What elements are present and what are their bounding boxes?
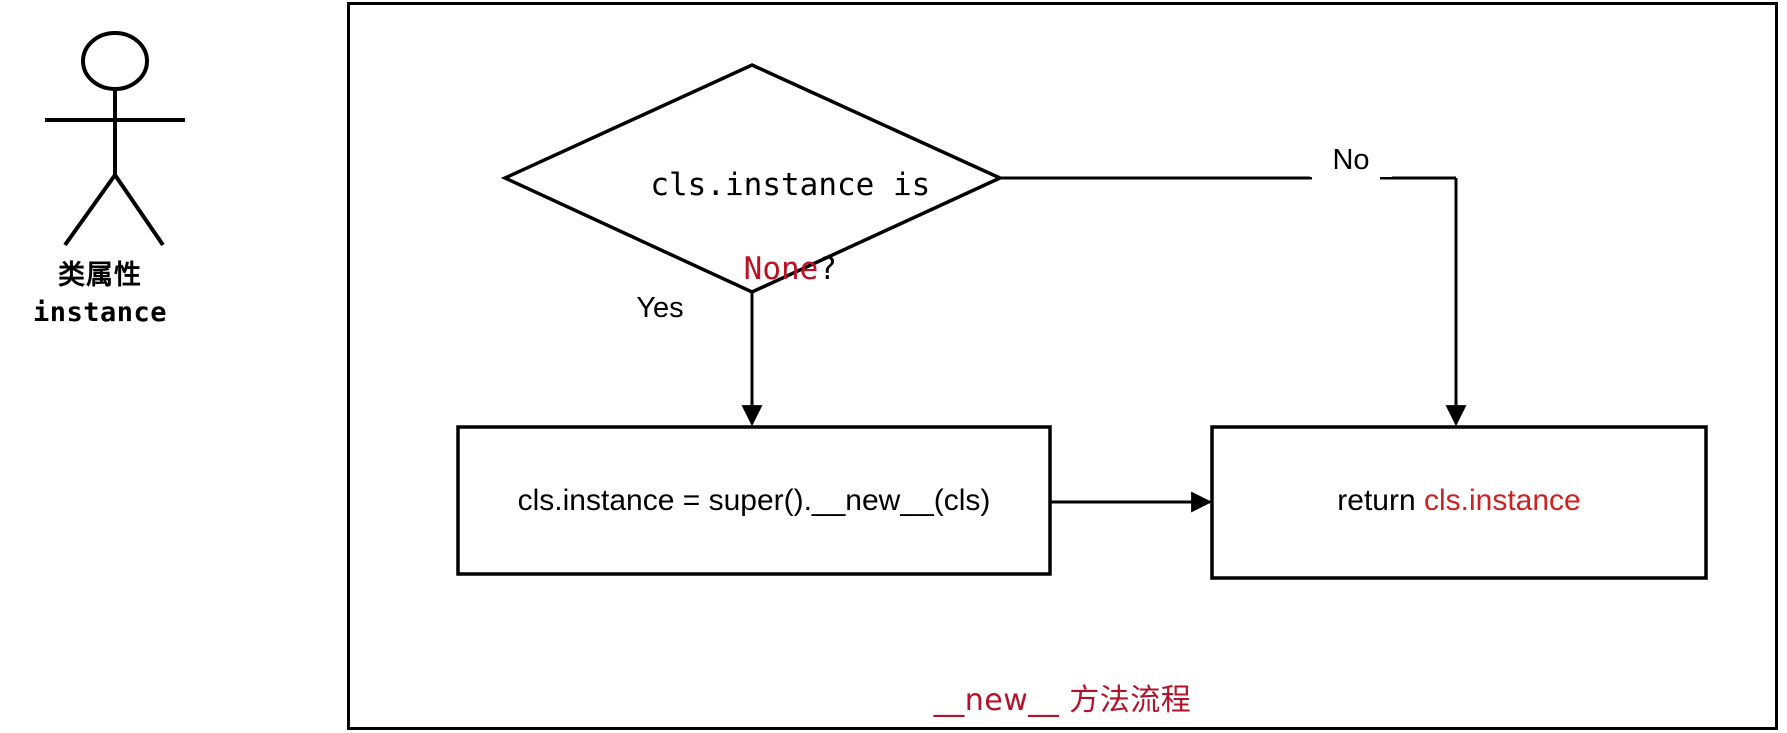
- assign-box-text: cls.instance = super().__new__(cls): [517, 484, 991, 517]
- edge-label-no: No: [1310, 144, 1392, 177]
- return-box-text: return cls.instance: [1212, 484, 1706, 518]
- return-keyword: return: [1337, 484, 1424, 517]
- decision-text-line1: cls.instance is: [650, 167, 931, 204]
- stick-figure-actor-icon: [45, 31, 185, 247]
- edge-label-yes: Yes: [625, 292, 695, 325]
- actor-label: 类属性 instance: [0, 258, 200, 330]
- actor-label-mono: instance: [32, 297, 168, 329]
- decision-text-none: None: [743, 251, 819, 288]
- actor-label-cn: 类属性: [58, 260, 142, 291]
- decision-node-text: cls.instance is None?: [505, 122, 1001, 333]
- flow-caption: __new__ 方法流程: [933, 683, 1192, 718]
- decision-text-qmark: ?: [818, 251, 837, 288]
- flow-panel-frame: [347, 2, 1778, 730]
- return-value: cls.instance: [1423, 484, 1581, 517]
- actor-zone: 类属性 instance: [0, 0, 330, 370]
